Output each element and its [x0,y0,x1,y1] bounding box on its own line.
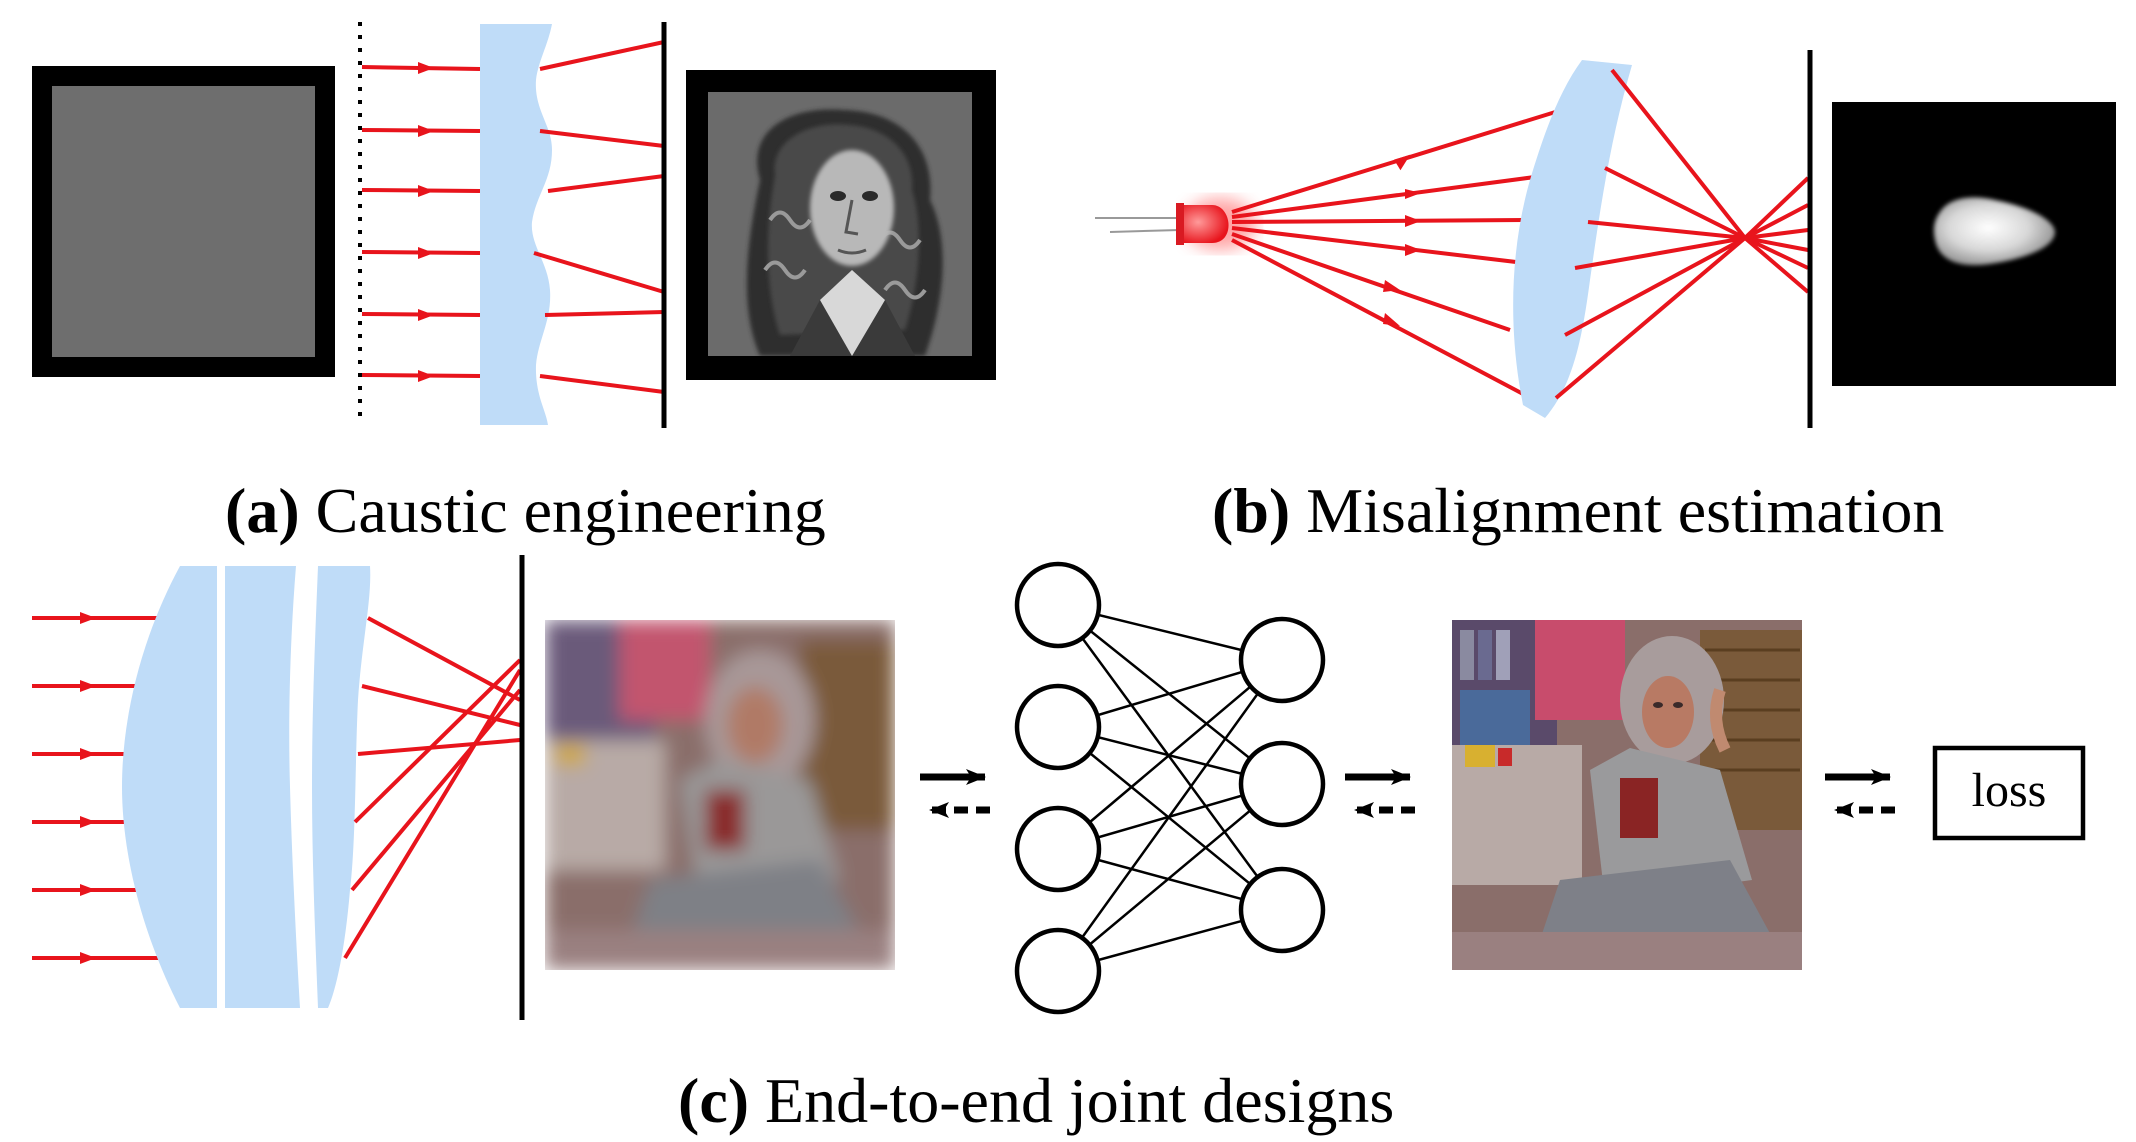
converging-rays [1554,68,1810,400]
neural-network [1014,561,1326,1015]
forward-backward-arrows-1 [920,769,990,818]
forward-backward-arrows-3 [1825,769,1895,818]
nn-output-node [1238,616,1326,704]
loss-label: loss [1972,764,2047,817]
uniform-gray-target [32,66,335,377]
led-light-source [1095,198,1256,250]
panel-b-caption: (b)Misalignment estimation [1212,475,1944,546]
forward-backward-arrows-2 [1345,769,1415,818]
blurry-photo [545,620,895,970]
nn-input-node [1014,805,1102,893]
outgoing-rays-c [343,616,522,960]
ray-arrowheads-a [418,62,434,382]
freeform-caustic-lens [480,24,552,425]
loss-box: loss [1932,745,2086,841]
panel-c: loss (c)End-to-end joint designs [32,555,2086,1136]
panel-c-caption: (c)End-to-end joint designs [678,1065,1394,1136]
restored-photo [1452,620,1802,970]
nn-input-node [1014,561,1102,649]
nn-output-node [1238,866,1326,954]
panel-b: (b)Misalignment estimation [1095,50,2116,546]
newton-portrait [686,70,996,380]
panel-a: (a)Caustic engineering [32,22,996,546]
ray-arrowheads-b [1383,154,1421,326]
misaligned-spot [1832,102,2116,386]
panel-a-caption: (a)Caustic engineering [225,475,826,546]
nn-output-node [1238,740,1326,828]
nn-input-node [1014,683,1102,771]
nn-input-node [1014,927,1102,1015]
ray-arrowheads-c [80,612,96,964]
collimated-rays [361,65,481,378]
multi-element-lens [122,566,371,1008]
tilted-lens [1513,60,1632,418]
outgoing-rays-a [533,40,665,394]
